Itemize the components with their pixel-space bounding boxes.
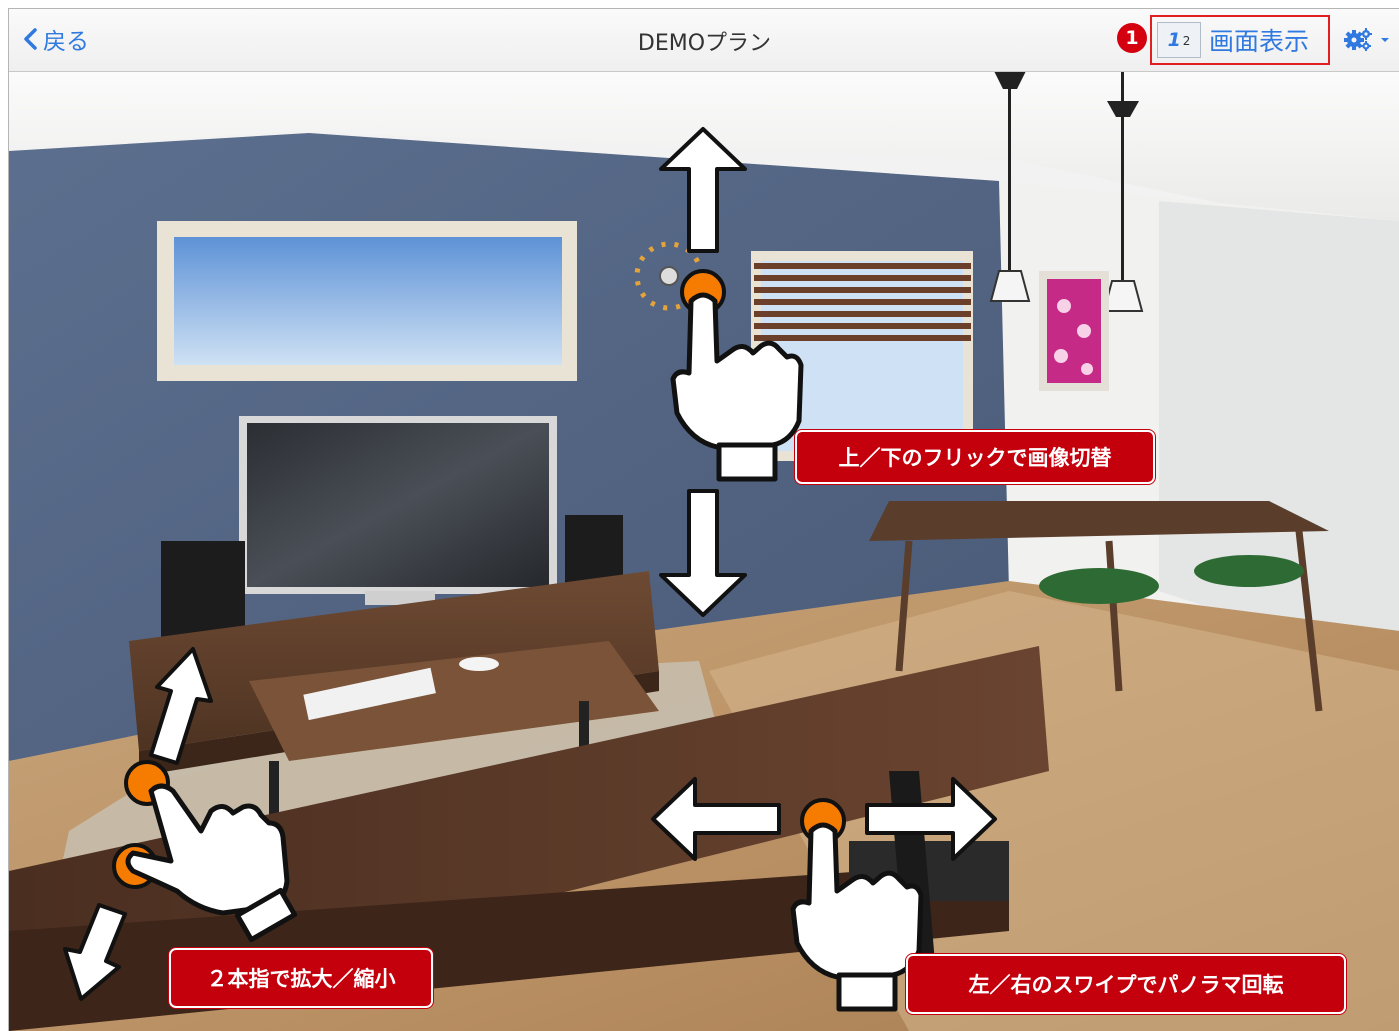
screen-split-icon-secondary: 2 <box>1182 34 1191 48</box>
screen-display-label: 画面表示 <box>1209 27 1310 56</box>
caret-down-icon <box>1381 38 1389 42</box>
flick-hint-label: 上／下のフリックで画像切替 <box>795 430 1155 484</box>
back-button[interactable]: 戻る <box>23 23 89 55</box>
callout-highlight-box <box>1150 15 1330 65</box>
swipe-hint-label: 左／右のスワイプでパノラマ回転 <box>906 954 1346 1014</box>
app-frame: 戻る DEMOプラン 1 1 2 画面表示 <box>8 8 1399 1031</box>
screen-split-icon-primary: 1 <box>1167 29 1181 51</box>
screen-split-icon: 1 2 <box>1157 22 1201 58</box>
navigation-bar: 戻る DEMOプラン 1 1 2 画面表示 <box>9 9 1399 72</box>
screen-display-button[interactable]: 1 2 画面表示 <box>1157 21 1309 59</box>
gears-icon <box>1344 28 1372 51</box>
chevron-left-icon <box>24 28 37 50</box>
back-label: 戻る <box>43 29 89 55</box>
settings-menu-button[interactable] <box>1344 25 1392 55</box>
pinch-hint-label: ２本指で拡大／縮小 <box>169 948 433 1008</box>
callout-number-badge: 1 <box>1117 23 1147 53</box>
panorama-view[interactable] <box>9 71 1399 1031</box>
